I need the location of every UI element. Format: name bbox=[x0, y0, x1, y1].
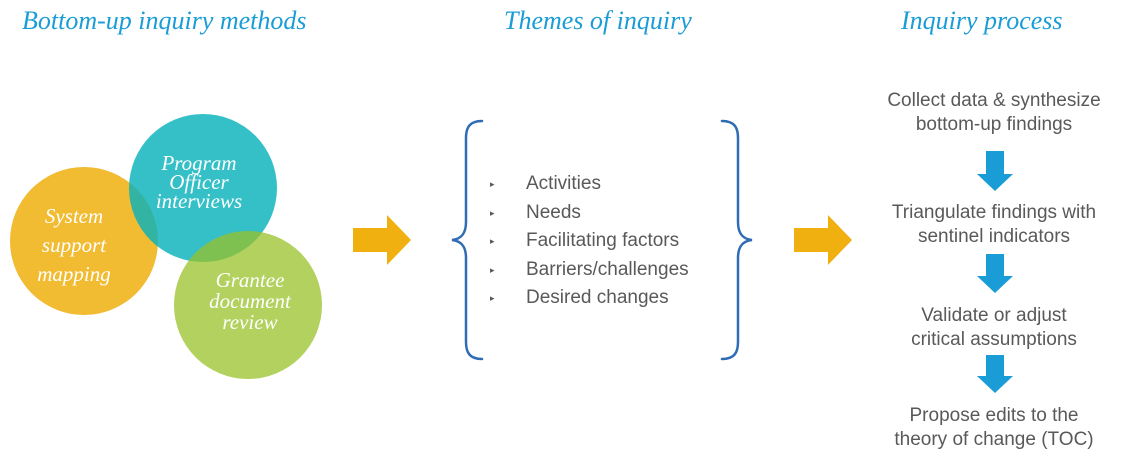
method-label-line: Grantee bbox=[215, 267, 285, 292]
themes-heading: Themes of inquiry bbox=[504, 6, 692, 35]
theme-label: Barriers/challenges bbox=[526, 258, 689, 280]
step-line: Collect data & synthesize bbox=[887, 90, 1101, 111]
bullet-icon: ▸ bbox=[490, 179, 495, 189]
theme-label: Activities bbox=[526, 173, 601, 194]
themes-list: ▸ Activities ▸ Needs ▸ Facilitating factors… bbox=[490, 172, 689, 315]
bullet-icon: ▸ bbox=[490, 207, 495, 218]
bullet-icon: ▸ bbox=[490, 264, 495, 275]
method-label-line: document bbox=[209, 288, 291, 313]
process-heading: Inquiry process bbox=[901, 6, 1063, 35]
list-item: ▸ Activities bbox=[490, 172, 689, 201]
method-circle-program-officer-interviews: Program Officer interviews bbox=[129, 114, 277, 262]
arrow-down-icon bbox=[977, 151, 1013, 191]
method-circle-grantee-document-review: Grantee document review bbox=[174, 231, 322, 379]
method-label-line: interviews bbox=[155, 188, 243, 213]
method-label-line: System bbox=[44, 203, 104, 228]
arrow-right-icon bbox=[794, 215, 852, 265]
method-label-line: Program bbox=[161, 150, 237, 175]
left-brace bbox=[451, 119, 484, 361]
bullet-icon: ▸ bbox=[490, 236, 495, 246]
theme-label: Needs bbox=[526, 201, 581, 223]
method-label-line: support bbox=[41, 232, 107, 257]
step-line: Validate or adjust bbox=[921, 305, 1067, 326]
arrow-right-icon bbox=[353, 215, 411, 265]
list-item: ▸ Needs bbox=[490, 201, 689, 230]
process-step-propose: Propose edits to the theory of change (T… bbox=[864, 404, 1124, 452]
step-line: bottom-up findings bbox=[915, 114, 1073, 135]
methods-heading: Bottom-up inquiry methods bbox=[22, 6, 307, 35]
theme-label: Facilitating factors bbox=[526, 230, 680, 251]
theme-label: Desired changes bbox=[526, 287, 669, 308]
step-line: sentinel indicators bbox=[917, 226, 1071, 247]
arrow-down-icon bbox=[977, 254, 1013, 293]
list-item: ▸ Facilitating factors bbox=[490, 229, 689, 258]
method-label-line: mapping bbox=[37, 261, 111, 286]
step-line: Triangulate findings with bbox=[891, 202, 1097, 223]
step-line: theory of change (TOC) bbox=[894, 429, 1094, 450]
step-line: critical assumptions bbox=[911, 329, 1077, 350]
list-item: ▸ Barriers/challenges bbox=[490, 258, 689, 287]
step-line: Propose edits to the bbox=[909, 405, 1079, 426]
process-step-collect: Collect data & synthesize bottom-up find… bbox=[864, 89, 1124, 137]
method-label-line: review bbox=[222, 309, 278, 334]
process-step-triangulate: Triangulate findings with sentinel indic… bbox=[864, 201, 1124, 249]
list-item: ▸ Desired changes bbox=[490, 286, 689, 315]
method-label-line: Officer bbox=[169, 169, 229, 194]
bullet-icon: ▸ bbox=[490, 293, 495, 303]
process-step-validate: Validate or adjust critical assumptions bbox=[864, 304, 1124, 352]
right-brace bbox=[720, 119, 753, 361]
arrow-down-icon bbox=[977, 355, 1013, 393]
